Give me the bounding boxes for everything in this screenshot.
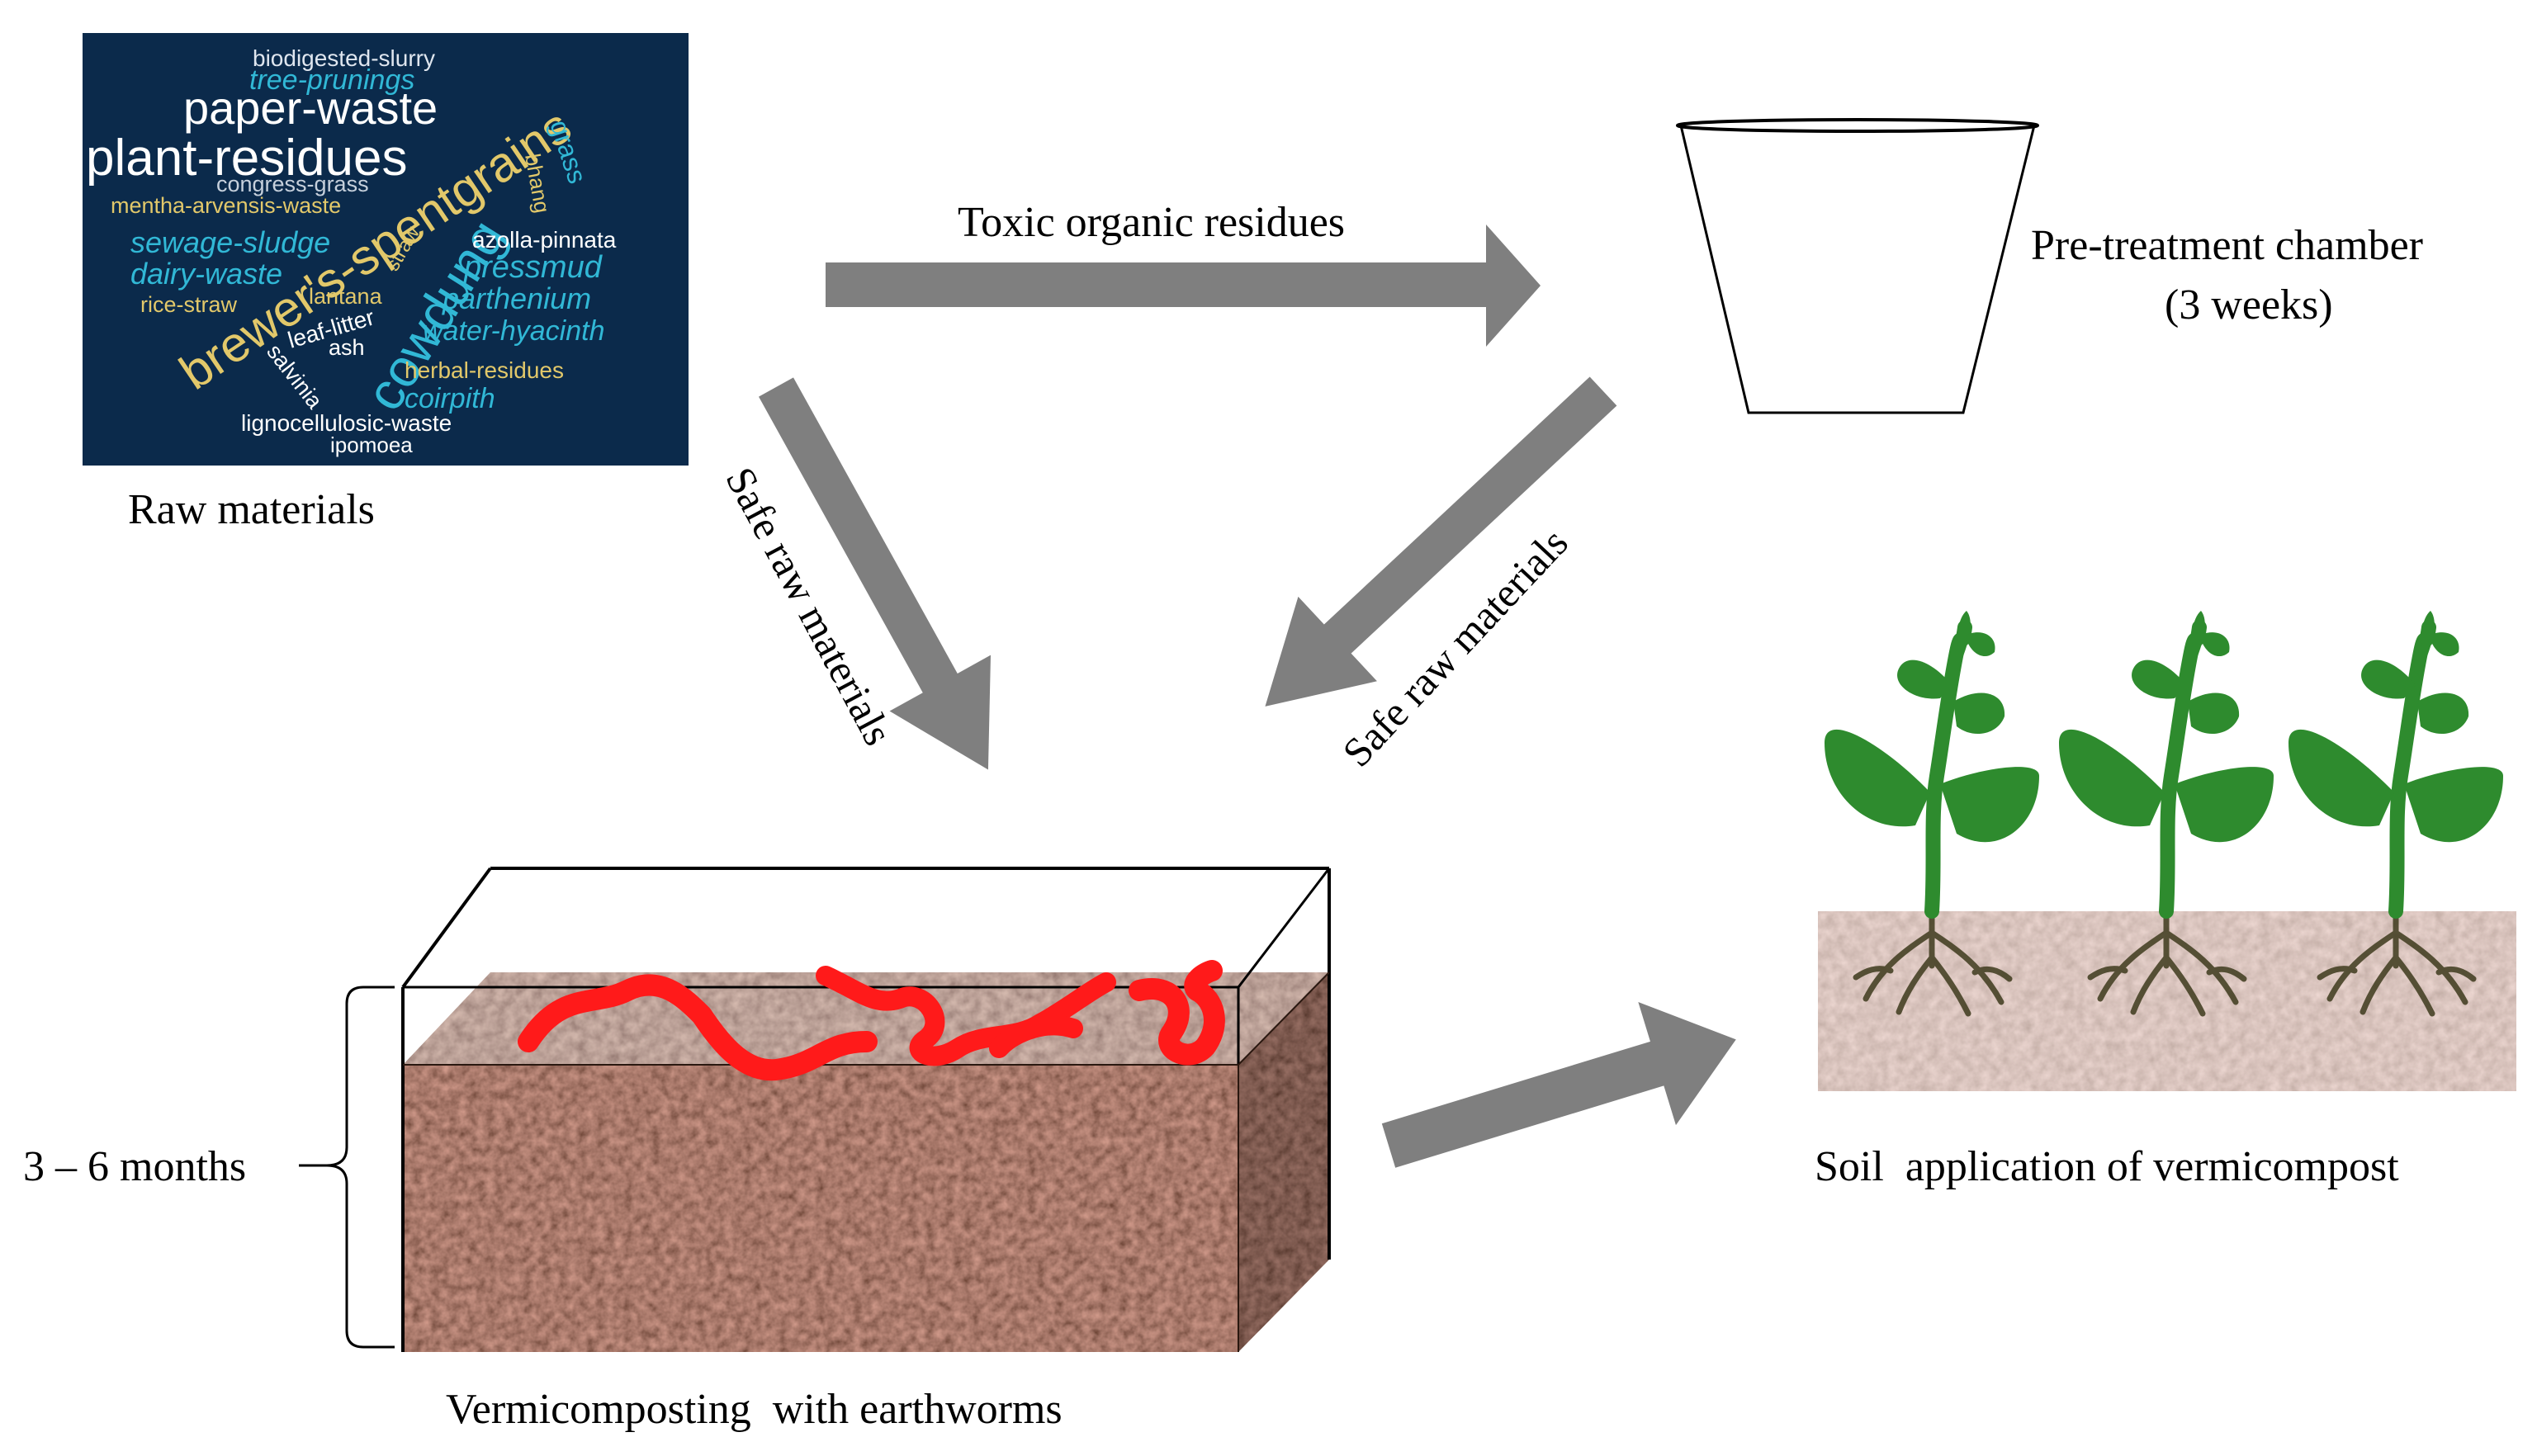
- plant-leaf: [1965, 632, 1995, 657]
- word-water-hyacinth: water-hyacinth: [423, 315, 605, 347]
- plant-seedling-icon: [1825, 611, 2039, 1017]
- word-biodigested-slurry: biodigested-slurry: [253, 45, 435, 71]
- word-sewage-sludge: sewage-sludge: [130, 225, 330, 259]
- plants-group: [1825, 611, 2503, 1017]
- word-ipomoea: ipomoea: [330, 433, 413, 457]
- word-lignocellulosic-waste: lignocellulosic-waste: [241, 410, 452, 436]
- safe-raw-right-label: Safe raw materials: [1333, 519, 1577, 775]
- word-tree-prunings: tree-prunings: [249, 64, 414, 96]
- word-coirpith: coirpith: [405, 383, 495, 414]
- pretreatment-label-line2: (3 weeks): [2165, 281, 2333, 329]
- plant-stem: [1924, 620, 1972, 919]
- word-mentha-arvensis-waste: mentha-arvensis-waste: [111, 193, 341, 218]
- plant-leaf: [2199, 632, 2230, 657]
- plant-leaf: [2429, 632, 2459, 657]
- plant-leaf: [2175, 767, 2274, 843]
- plant-leaf: [2132, 659, 2186, 699]
- plant-leaf: [1957, 611, 1971, 660]
- application-arrow: [1381, 1002, 1736, 1168]
- raw-materials-label: Raw materials: [128, 486, 375, 533]
- safe-raw-left-arrow: [759, 377, 991, 770]
- word-herbal-residues: herbal-residues: [405, 357, 564, 383]
- plant-leaf: [2417, 693, 2469, 735]
- word-azolla-pinnata: azolla-pinnata: [472, 227, 617, 253]
- plant-roots: [2317, 910, 2477, 1017]
- plant-roots: [1853, 910, 2013, 1017]
- word-ash: ash: [329, 335, 365, 360]
- pretreatment-label-line1: Pre-treatment chamber: [2031, 222, 2423, 269]
- vermicomposting-label: Vermicomposting with earthworms: [446, 1386, 1063, 1433]
- duration-brace: [326, 986, 395, 1349]
- toxic-residues-label: Toxic organic residues: [958, 199, 1345, 246]
- word-congress-grass: congress-grass: [216, 172, 369, 196]
- earthworm: [1129, 960, 1225, 1066]
- earthworm: [518, 974, 878, 1081]
- plant-stem: [2159, 620, 2207, 919]
- word-parthenium: parthenium: [442, 281, 591, 315]
- plant-leaf: [1953, 693, 2005, 735]
- word-lantana: lantana: [309, 284, 383, 309]
- word-rice-straw: rice-straw: [140, 292, 238, 317]
- plant-roots: [2087, 910, 2247, 1017]
- plant-seedling-icon: [2289, 611, 2503, 1017]
- safe-raw-left-label: Safe raw materials: [717, 460, 902, 753]
- word-plant-residues: plant-residues: [86, 130, 407, 187]
- word-pressmud: pressmud: [463, 250, 603, 285]
- earthworm: [989, 1015, 1083, 1058]
- plant-leaf: [1897, 659, 1952, 699]
- safe-raw-right-arrow: [1265, 376, 1617, 707]
- bucket-outline-icon: [1676, 118, 2039, 414]
- word-dairy-waste: dairy-waste: [130, 257, 282, 291]
- raw-materials-word-cloud: biodigested-slurry tree-prunings paper-w…: [83, 33, 689, 466]
- plant-leaf: [2188, 693, 2240, 735]
- plant-leaf: [1825, 729, 1930, 827]
- plant-leaf: [2421, 611, 2435, 660]
- plant-leaf: [2059, 729, 2165, 827]
- word-paper-waste: paper-waste: [183, 82, 438, 134]
- plant-leaf: [1940, 767, 2039, 843]
- plant-leaf: [2289, 729, 2394, 827]
- toxic-residues-arrow: [826, 225, 1541, 347]
- plant-leaf: [2192, 611, 2205, 660]
- plant-leaf: [2404, 767, 2503, 843]
- compost-bin-icon: [401, 867, 1331, 1352]
- word-cloud-background: [83, 33, 689, 466]
- plant-stem: [2388, 620, 2436, 919]
- duration-label: 3 – 6 months: [23, 1143, 246, 1190]
- plant-leaf: [2361, 659, 2416, 699]
- earthworm-icon: [518, 960, 1225, 1081]
- soil-application-label: Soil application of vermicompost: [1815, 1143, 2399, 1190]
- plant-seedling-icon: [2059, 611, 2274, 1017]
